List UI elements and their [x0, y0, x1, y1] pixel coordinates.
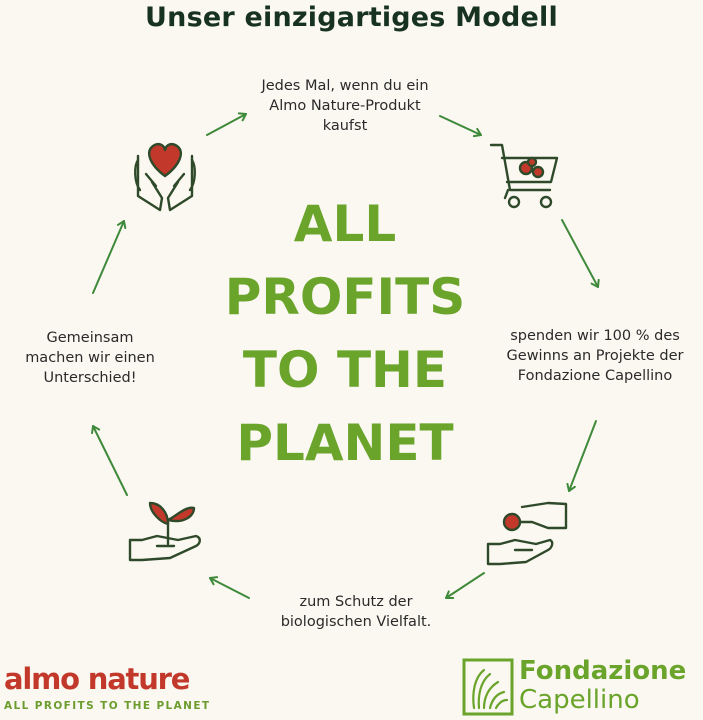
shopping-cart-icon	[489, 143, 559, 209]
almo-nature-tagline: ALL PROFITS TO THE PLANET	[4, 700, 211, 712]
step-donate-text: spenden wir 100 % des Gewinns an Projekt…	[506, 328, 684, 384]
almo-nature-wordmark: almo nature	[4, 662, 190, 696]
hand-holding-seedling-icon	[128, 501, 201, 562]
step-protect-text: zum Schutz der biologischen Vielfalt.	[280, 594, 432, 630]
almo-nature-logo: almo nature ALL PROFITS TO THE PLANET	[4, 662, 211, 712]
cycle-arrow	[566, 420, 597, 492]
step-buy-text: Jedes Mal, wenn du ein Almo Nature-Produ…	[261, 78, 429, 134]
fondazione-name-line1: Fondazione	[519, 656, 687, 686]
center-slogan: ALL PROFITS TO THE PLANET	[224, 195, 466, 472]
step-together-text: Gemeinsam machen wir einen Unterschied!	[25, 330, 155, 386]
hands-holding-heart-icon	[134, 142, 196, 212]
cycle-arrow	[209, 576, 250, 599]
fondazione-name-line2: Capellino	[519, 685, 640, 715]
cycle-arrow	[92, 220, 127, 294]
hand-giving-coin-icon	[486, 501, 568, 566]
cycle-arrow	[91, 425, 128, 496]
page-title: Unser einzigartiges Modell	[145, 2, 558, 33]
cycle-arrow	[445, 572, 485, 600]
fondazione-emblem-icon	[462, 658, 514, 716]
fondazione-capellino-logo: Fondazione Capellino	[462, 656, 702, 716]
cycle-arrow	[561, 219, 600, 288]
cycle-arrow	[439, 115, 482, 138]
cycle-arrow	[206, 112, 247, 136]
